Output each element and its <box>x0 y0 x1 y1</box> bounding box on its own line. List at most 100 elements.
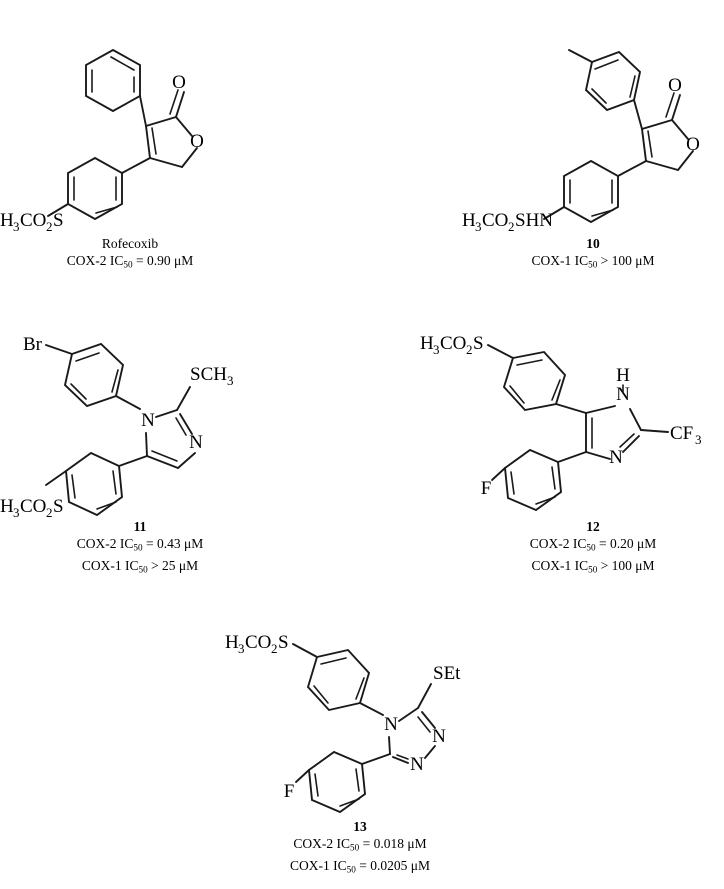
svg-text:2: 2 <box>271 641 278 656</box>
anilinophenyl-ring <box>563 159 619 224</box>
triazole-n2-atom: N <box>410 754 424 775</box>
svg-text:SCH: SCH <box>190 364 227 385</box>
oxygen-atom-ring: O <box>686 134 700 155</box>
methylsulfonyl-label: H 3 CO 2 S <box>420 333 484 357</box>
assay-subscript: 50 <box>346 864 356 875</box>
methylthio-label: SCH 3 <box>190 364 234 388</box>
imidazole-nh-nitrogen: N <box>616 384 630 405</box>
assay-line-cox1: COX-1 IC50 > 100 μM <box>462 557 724 579</box>
svg-text:CF: CF <box>670 423 693 444</box>
ethylthio-label: SEt <box>433 663 461 684</box>
assay-line-cox1: COX-1 IC50 > 100 μM <box>462 252 724 274</box>
compound-13-skeletal-diagram: H 3 CO 2 S N N N <box>225 632 461 814</box>
svg-text:CO: CO <box>245 632 271 653</box>
svg-text:3: 3 <box>475 219 482 234</box>
methylsulfonylphenyl-ring <box>67 156 123 221</box>
phenyl-ring <box>85 48 141 113</box>
svg-text:3: 3 <box>238 641 245 656</box>
caption-compound-11: 11 COX-2 IC50 = 0.43 μM COX-1 IC50 > 25 … <box>0 518 280 578</box>
fluorine-atom: F <box>284 781 295 802</box>
assay-subscript: 50 <box>123 259 133 270</box>
svg-text:H: H <box>420 333 434 354</box>
methylsulfonyl-label: H 3 CO 2 S <box>0 496 64 520</box>
methylsulfonylphenyl-ring <box>502 350 567 412</box>
compound-11-skeletal-diagram: Br N N <box>0 334 234 520</box>
assay-subscript: 50 <box>586 542 596 553</box>
compound-number-11: 11 <box>133 519 147 534</box>
imidazole-n3-atom: N <box>189 432 203 453</box>
bromine-atom: Br <box>23 334 43 355</box>
svg-text:H: H <box>225 632 239 653</box>
triazole-n4-atom: N <box>384 714 398 735</box>
svg-text:2: 2 <box>46 505 53 520</box>
assay-prefix: COX-2 IC <box>293 836 351 851</box>
assay-value: > 100 μM <box>597 253 655 268</box>
assay-value: = 0.43 μM <box>142 536 204 551</box>
fluorophenyl-ring <box>504 448 562 512</box>
oxygen-atom-carbonyl: O <box>668 75 682 96</box>
methylsulfonyl-label: H 3 CO 2 S <box>0 210 64 234</box>
structure-compound-12: H 3 CO 2 S N H N <box>420 322 724 522</box>
triazole-ring <box>388 707 436 764</box>
compound-number-12: 12 <box>586 519 600 534</box>
imidazole-n3-atom: N <box>609 447 623 468</box>
structure-compound-10: O O H 3 CO 2 SHN <box>462 30 724 240</box>
imidazole-n1-atom: N <box>141 410 155 431</box>
compound-12-skeletal-diagram: H 3 CO 2 S N H N <box>420 333 702 512</box>
assay-line-cox1: COX-1 IC50 > 25 μM <box>0 557 280 579</box>
svg-text:S: S <box>53 496 64 517</box>
assay-value: > 25 μM <box>147 557 199 573</box>
assay-line-cox2: COX-2 IC50 = 0.018 μM <box>205 835 515 857</box>
bromophenyl-ring <box>63 342 125 408</box>
assay-value: = 0.90 μM <box>132 253 194 268</box>
svg-text:H: H <box>462 210 476 231</box>
caption-compound-13: 13 COX-2 IC50 = 0.018 μM COX-1 IC50 = 0.… <box>205 818 515 878</box>
fluorophenyl-ring <box>308 750 366 814</box>
assay-subscript: 50 <box>588 564 598 575</box>
fluorine-atom: F <box>481 478 492 499</box>
svg-text:H: H <box>0 496 14 517</box>
imidazole-nh-hydrogen: H <box>616 365 630 386</box>
assay-prefix: COX-1 IC <box>81 557 139 573</box>
assay-line-cox1: COX-1 IC50 = 0.0205 μM <box>205 857 515 879</box>
assay-subscript: 50 <box>350 842 360 853</box>
methylsulfonyl-label: H 3 CO 2 S <box>225 632 289 656</box>
furanone-ring <box>641 119 694 171</box>
tolyl-ring <box>584 50 642 112</box>
structure-compound-11: Br N N <box>0 322 280 522</box>
svg-text:2: 2 <box>46 219 53 234</box>
assay-line-cox2: COX-2 IC50 = 0.43 μM <box>0 535 280 557</box>
caption-compound-12: 12 COX-2 IC50 = 0.20 μM COX-1 IC50 > 100… <box>462 518 724 578</box>
assay-subscript: 50 <box>588 259 598 270</box>
assay-subscript: 50 <box>138 564 148 575</box>
svg-text:3: 3 <box>227 373 234 388</box>
oxygen-atom-ring: O <box>190 131 204 152</box>
assay-value: = 0.20 μM <box>595 536 657 551</box>
caption-compound-10: 10 COX-1 IC50 > 100 μM <box>462 235 724 274</box>
compound-10-skeletal-diagram: O O H 3 CO 2 SHN <box>462 49 700 234</box>
compound-name-rofecoxib: Rofecoxib <box>101 236 159 251</box>
triazole-n1-atom: N <box>432 726 446 747</box>
imidazole-ring <box>585 405 642 460</box>
structure-rofecoxib: O O H 3 CO 2 S <box>0 30 260 240</box>
assay-prefix: COX-2 IC <box>66 253 124 268</box>
svg-text:CO: CO <box>20 496 46 517</box>
assay-line-cox2: COX-2 IC50 = 0.20 μM <box>462 535 724 557</box>
assay-value: > 100 μM <box>597 557 655 573</box>
methanesulfonamido-label: H 3 CO 2 SHN <box>462 210 553 234</box>
assay-prefix: COX-2 IC <box>76 536 134 551</box>
compound-number-13: 13 <box>353 819 367 834</box>
svg-text:3: 3 <box>695 432 702 447</box>
caption-rofecoxib: Rofecoxib COX-2 IC50 = 0.90 μM <box>0 235 260 274</box>
assay-prefix: COX-1 IC <box>531 253 589 268</box>
svg-text:SHN: SHN <box>515 210 553 231</box>
svg-text:CO: CO <box>20 210 46 231</box>
svg-text:2: 2 <box>466 342 473 357</box>
structure-compound-13: H 3 CO 2 S N N N <box>205 622 515 822</box>
methylsulfonylphenyl-ring <box>65 451 123 517</box>
imidazole-ring <box>145 409 196 469</box>
methylsulfonylphenyl-ring <box>306 648 371 712</box>
assay-line-cox2: COX-2 IC50 = 0.90 μM <box>0 252 260 274</box>
compound-number-10: 10 <box>586 236 600 251</box>
svg-text:3: 3 <box>433 342 440 357</box>
